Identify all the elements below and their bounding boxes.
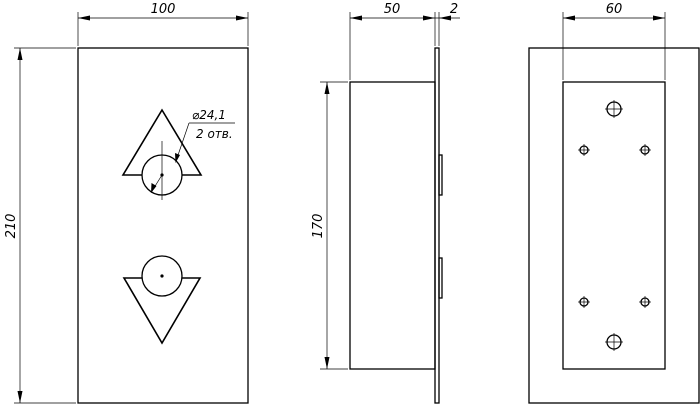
side-height-label: 170: [311, 214, 326, 239]
side-upper-bump: [438, 154, 443, 196]
upper-left-hole: [578, 144, 590, 156]
back-box-outline: [562, 81, 666, 370]
up-arrow-symbol: [121, 108, 203, 200]
back-view: 60: [528, 2, 700, 404]
bottom-large-hole: [605, 333, 623, 351]
front-view: 100 210: [4, 2, 249, 404]
front-height-dimension: 210: [4, 47, 76, 404]
down-arrow-symbol: [122, 255, 202, 345]
back-width-dimension: 60: [562, 2, 666, 80]
side-depth-dimension: 50 2: [349, 2, 460, 80]
side-height-dimension: 170: [311, 81, 348, 370]
upper-right-hole: [639, 144, 651, 156]
down-hole-center: [160, 274, 164, 278]
top-large-hole: [605, 100, 623, 118]
side-plate-label: 2: [450, 2, 458, 17]
side-box-outline: [349, 81, 436, 370]
front-height-label: 210: [4, 214, 19, 239]
side-plate-outline: [434, 47, 440, 404]
hole-diameter-note: ⌀24,1: [192, 108, 226, 122]
front-panel-outline: [77, 47, 249, 404]
back-panel-outline: [528, 47, 700, 404]
lower-right-hole: [639, 296, 651, 308]
side-view: 50 2 170: [311, 2, 460, 404]
hole-count-note: 2 отв.: [196, 127, 233, 141]
side-depth-label: 50: [384, 2, 401, 17]
back-width-label: 60: [606, 2, 623, 17]
side-lower-bump: [438, 257, 443, 299]
back-holes: [578, 100, 651, 351]
front-width-dimension: 100: [77, 2, 249, 46]
lower-left-hole: [578, 296, 590, 308]
hole-callout: ⌀24,1 2 отв.: [151, 108, 235, 193]
front-width-label: 100: [151, 2, 176, 17]
